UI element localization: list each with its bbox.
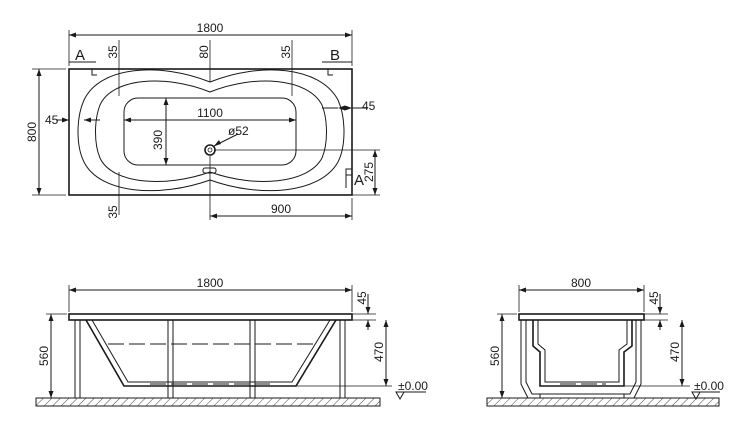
- dim-overall-width: 800: [25, 122, 39, 142]
- front-rim: [68, 313, 353, 321]
- front-legs: [72, 319, 348, 399]
- dim-offset-left-top: 35: [106, 45, 120, 59]
- dim-offset-right-top: 35: [279, 45, 293, 59]
- front-view: 1800 560 45 470 ±0.00: [35, 276, 428, 407]
- dim-drain-offset-side: 275: [362, 162, 376, 182]
- side-frame: [520, 320, 642, 399]
- drain-icon: [204, 144, 216, 156]
- dim-bottom-width: 390: [151, 130, 165, 150]
- floor-ground-side: [486, 397, 720, 407]
- side-rim: [518, 313, 645, 321]
- section-marker-a-right: A: [354, 172, 364, 189]
- top-view: 1800 800 35 80 35 A B A 45 45: [25, 21, 380, 220]
- section-marker-b: B: [330, 47, 340, 64]
- dim-bottom-length: 1100: [197, 106, 223, 120]
- rim-clip-icon: [345, 168, 353, 176]
- section-marker-a-top: A: [75, 47, 85, 64]
- front-floor-level: ±0.00: [398, 379, 428, 393]
- dim-overall-length: 1800: [197, 21, 224, 35]
- dim-rim-right: 45: [362, 99, 376, 113]
- dim-offset-bottom-left: 35: [106, 205, 120, 219]
- dim-offset-center-top: 80: [197, 45, 211, 59]
- front-dim-rim: 45: [355, 291, 369, 305]
- overflow-icon: [202, 167, 217, 174]
- side-dim-rim: 45: [647, 291, 661, 305]
- dim-rim-left: 45: [45, 113, 59, 127]
- rim-hook-left: [91, 69, 97, 76]
- side-view: 800 560 45 470 ±0.00: [486, 276, 724, 407]
- drain-inner-icon: [207, 147, 213, 153]
- front-shell: [85, 319, 337, 387]
- front-dim-inner-depth: 470: [372, 342, 386, 362]
- basin-inner-contour: [95, 80, 327, 182]
- rim-hook-right: [327, 69, 333, 76]
- dim-drain-diameter: ø52: [228, 124, 249, 138]
- top-view-outline: [68, 68, 353, 196]
- front-dim-length: 1800: [197, 276, 224, 290]
- floor-ground-front: [35, 397, 381, 407]
- side-shell: [532, 320, 633, 387]
- side-floor-level: ±0.00: [694, 379, 724, 393]
- side-dim-width: 800: [571, 276, 591, 290]
- side-dim-total-height: 560: [488, 346, 502, 366]
- front-dim-total-height: 560: [37, 346, 51, 366]
- dim-drain-offset-end: 900: [271, 202, 291, 216]
- side-dim-inner-depth: 470: [668, 342, 682, 362]
